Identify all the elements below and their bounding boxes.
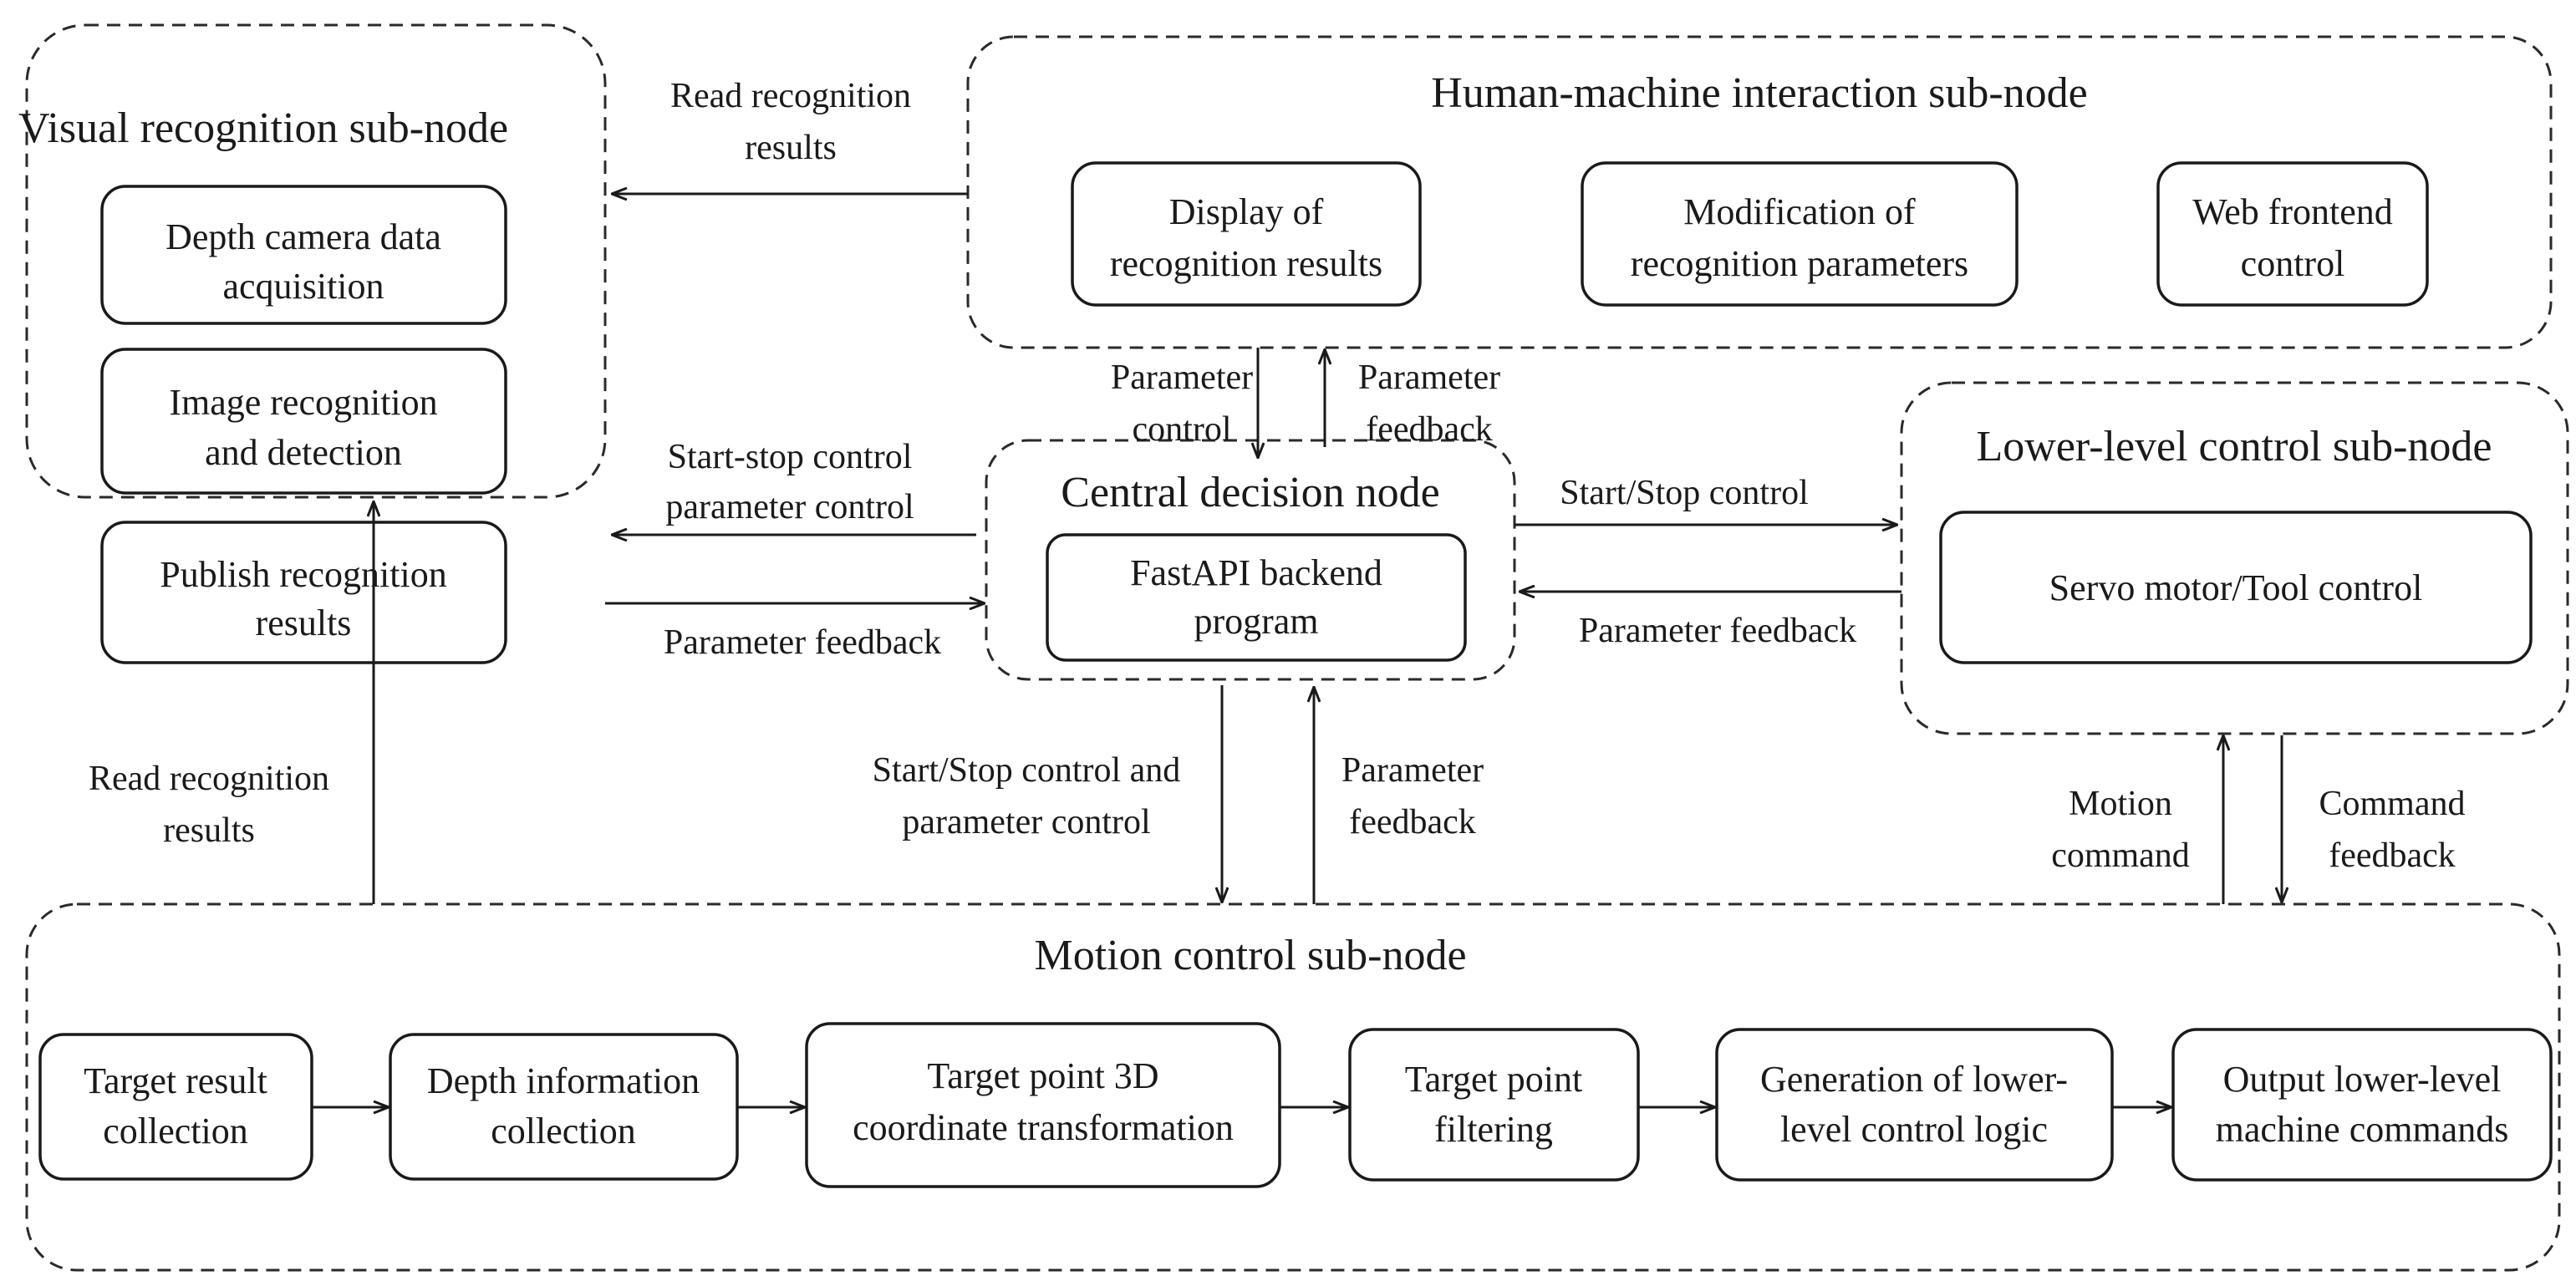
label-parameter-feedback-right: Parameter feedback <box>1579 612 1856 650</box>
box-label-line: Servo motor/Tool control <box>2049 567 2423 608</box>
label-parameter-control-top: Parameter <box>1111 358 1253 397</box>
central-decision-title: Central decision node <box>1061 469 1439 516</box>
label-parameter-feedback-top: Parameter <box>1358 358 1500 397</box>
label-motion-command: command <box>2051 836 2190 875</box>
target-result-box: Target result collection <box>38 1033 313 1181</box>
display-results-box: Display of recognition results <box>1071 161 1422 307</box>
box-label-line: Publish recognition <box>160 554 446 595</box>
servo-motor-box: Servo motor/Tool control <box>1939 511 2533 664</box>
motion-control-group <box>25 902 2561 1272</box>
box-label-line: and detection <box>205 432 402 473</box>
motion-control-title: Motion control sub-node <box>1034 932 1466 979</box>
visual-recognition-title: Visual recognition sub-node <box>18 104 508 152</box>
box-label-line: Generation of lower- <box>1760 1059 2068 1100</box>
modify-parameters-box: Modification of recognition parameters <box>1581 161 2019 307</box>
box-label-line: acquisition <box>222 266 384 307</box>
box-label-line: filtering <box>1434 1109 1553 1150</box>
box-label-line: collection <box>491 1111 636 1151</box>
central-decision-group <box>985 439 1516 681</box>
label-start-stop-parameter-control: parameter control <box>665 488 914 526</box>
label-start-stop-control-right: Start/Stop control <box>1560 474 1809 512</box>
box-label-line: Target point 3D <box>927 1055 1158 1096</box>
label-read-recognition-results-left: results <box>163 811 255 850</box>
box-label-line: results <box>256 602 352 643</box>
box-label-line: program <box>1194 601 1318 642</box>
box-label-line: coordinate transformation <box>853 1107 1234 1148</box>
box-label-line: Image recognition <box>169 382 437 423</box>
depth-camera-box: Depth camera data acquisition <box>100 185 507 325</box>
web-frontend-box: Web frontend control <box>2156 161 2429 307</box>
fastapi-backend-box: FastAPI backend program <box>1046 533 1467 662</box>
label-parameter-feedback-top: feedback <box>1366 410 1493 449</box>
box-label-line: recognition parameters <box>1631 243 1968 284</box>
box-label-line: Display of <box>1169 191 1324 232</box>
lower-level-control-title: Lower-level control sub-node <box>1977 423 2492 470</box>
image-recognition-box: Image recognition and detection <box>100 348 507 495</box>
box-label-line: level control logic <box>1780 1109 2048 1150</box>
human-machine-interaction-title: Human-machine interaction sub-node <box>1431 69 2088 117</box>
label-start-stop-and-parameter-control: Start/Stop control and <box>873 751 1181 790</box>
box-label-line: Output lower-level <box>2223 1059 2502 1100</box>
label-start-stop-and-parameter-control: parameter control <box>902 803 1150 841</box>
box-label-line: machine commands <box>2216 1109 2509 1150</box>
box-label-line: control <box>2241 243 2345 284</box>
output-commands-box: Output lower-level machine commands <box>2171 1028 2553 1182</box>
box-label-line: FastAPI backend <box>1130 552 1382 593</box>
depth-info-box: Depth information collection <box>389 1033 739 1181</box>
box-label-line: collection <box>103 1111 248 1151</box>
label-motion-command: Motion <box>2069 785 2172 823</box>
box-label-line: Depth camera data <box>165 216 441 257</box>
box-label-line: Web frontend <box>2192 191 2393 232</box>
box-label-line: Target point <box>1405 1059 1582 1100</box>
label-read-recognition-results-top: results <box>745 129 837 167</box>
point-filter-box: Target point filtering <box>1348 1028 1640 1182</box>
label-read-recognition-results-left: Read recognition <box>89 760 329 798</box>
label-parameter-feedback-middle: feedback <box>1349 803 1476 841</box>
label-start-stop-parameter-control: Start-stop control <box>668 438 913 476</box>
label-parameter-feedback-left: Parameter feedback <box>664 623 941 662</box>
human-machine-interaction-group <box>966 35 2553 349</box>
visual-recognition-group <box>25 23 607 499</box>
label-command-feedback: feedback <box>2329 836 2456 875</box>
box-label-line: Modification of <box>1683 191 1916 232</box>
label-parameter-feedback-middle: Parameter <box>1341 751 1484 790</box>
publish-results-box: Publish recognition results <box>100 521 507 664</box>
control-logic-box: Generation of lower- level control logic <box>1715 1028 2114 1182</box>
box-label-line: recognition results <box>1110 243 1382 284</box>
label-parameter-control-top: control <box>1133 410 1232 449</box>
coordinate-transform-box: Target point 3D coordinate transformatio… <box>805 1022 1281 1188</box>
box-label-line: Target result <box>84 1060 267 1101</box>
label-command-feedback: Command <box>2319 785 2466 823</box>
box-label-line: Depth information <box>427 1060 700 1101</box>
label-read-recognition-results-top: Read recognition <box>670 77 911 115</box>
lower-level-control-group <box>1900 381 2569 735</box>
